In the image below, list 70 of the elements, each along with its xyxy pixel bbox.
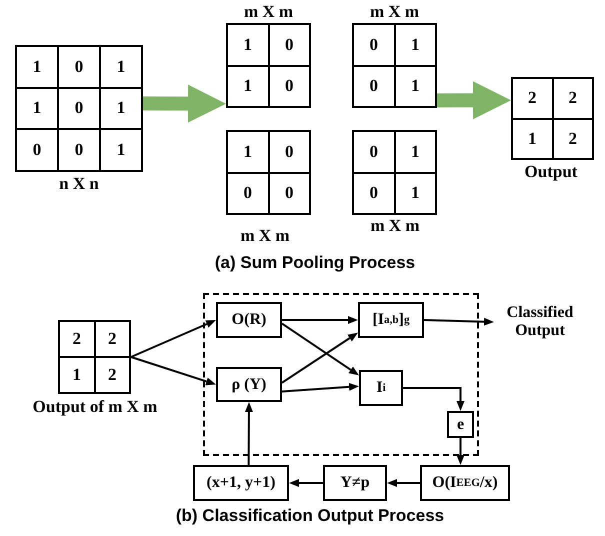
matrix-cell: 2 (94, 321, 130, 357)
matrix-grid (58, 320, 131, 394)
matrix-cell: 1 (227, 131, 268, 172)
grid-caption: m X m (239, 226, 291, 246)
process-box: e (447, 411, 474, 438)
matrix-cell: 1 (394, 172, 436, 214)
dashed-group-box (203, 293, 479, 456)
matrix-cell: 0 (353, 131, 394, 172)
grid-caption: Output (524, 162, 578, 182)
matrix-cell: 0 (58, 129, 100, 171)
process-box: O(R) (216, 302, 282, 338)
arrow (281, 322, 359, 376)
matrix-cell: 0 (353, 66, 394, 107)
matrix-grid (15, 45, 143, 172)
process-box: (x+1, y+1) (193, 465, 289, 501)
matrix-cell: 1 (100, 46, 142, 88)
matrix-cell: 0 (268, 131, 310, 172)
output-text: Classified Output (494, 300, 586, 344)
matrix-cell: 2 (59, 321, 94, 357)
matrix-cell: 1 (16, 88, 58, 130)
matrix-cell: 1 (394, 131, 436, 172)
matrix-grid (226, 23, 311, 108)
process-box: Y≠p (323, 465, 387, 501)
arrow (130, 356, 216, 386)
matrix-cell: 0 (268, 172, 310, 214)
matrix-cell: 0 (268, 66, 310, 107)
grid-caption: n X n (58, 174, 100, 194)
matrix-grid (226, 130, 311, 215)
arrow (281, 332, 358, 384)
panel-caption: (b) Classification Output Process (174, 506, 446, 526)
block-arrow (142, 84, 226, 123)
matrix-cell: 2 (552, 118, 593, 159)
matrix-cell: 0 (268, 24, 310, 66)
grid-caption: m X m (369, 216, 421, 236)
matrix-cell: 1 (227, 24, 268, 66)
matrix-grid (511, 77, 594, 160)
matrix-cell: 0 (16, 129, 58, 171)
matrix-cell: 1 (394, 66, 436, 107)
block-arrow (437, 81, 511, 120)
matrix-cell: 1 (512, 118, 552, 159)
matrix-cell: 1 (16, 46, 58, 88)
matrix-cell: 0 (353, 172, 394, 214)
panel-caption: (a) Sum Pooling Process (214, 253, 416, 273)
arrow (456, 438, 464, 465)
arrow (289, 479, 323, 487)
grid-caption: m X m (368, 2, 420, 22)
matrix-cell: 2 (552, 78, 593, 118)
matrix-grid (352, 130, 437, 215)
matrix-grid (352, 23, 437, 108)
arrow (403, 387, 464, 411)
arrow (130, 320, 216, 358)
matrix-cell: 2 (512, 78, 552, 118)
arrow (282, 316, 358, 324)
arrow (387, 479, 420, 487)
matrix-cell: 1 (100, 129, 142, 171)
matrix-cell: 0 (58, 46, 100, 88)
matrix-cell: 2 (94, 357, 130, 393)
matrix-cell: 1 (394, 24, 436, 66)
matrix-cell: 0 (227, 172, 268, 214)
matrix-cell: 1 (59, 357, 94, 393)
grid-caption: m X m (242, 2, 294, 22)
process-box: ρ (Y) (216, 367, 282, 402)
arrow (424, 318, 494, 326)
matrix-cell: 1 (227, 66, 268, 107)
matrix-cell: 0 (58, 88, 100, 130)
arrow (282, 382, 359, 392)
matrix-cell: 1 (100, 88, 142, 130)
arrow (244, 402, 253, 465)
matrix-cell: 0 (353, 24, 394, 66)
grid-caption: Output of m X m (32, 397, 158, 417)
